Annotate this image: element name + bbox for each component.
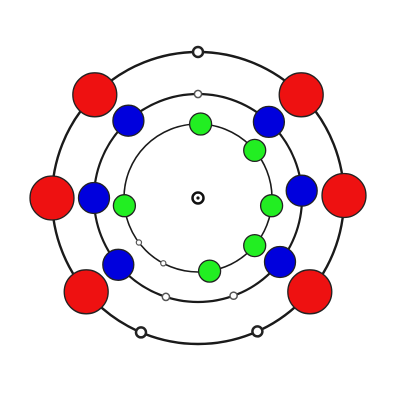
middle-ring-marker [229, 291, 238, 301]
middle-ring-ball [77, 181, 111, 215]
middle-ring-marker [193, 89, 203, 99]
outer-ring-ball [63, 269, 109, 315]
middle-ring-ball [112, 104, 145, 137]
inner-ring-ball [188, 112, 213, 136]
middle-ring-ball [102, 248, 135, 281]
inner-ring-ball [197, 259, 222, 283]
outer-ring-marker [191, 45, 205, 59]
nucleus-icon [191, 191, 205, 205]
outer-ring-marker [134, 326, 148, 339]
orbit-balls [29, 72, 367, 315]
outer-ring-ball [278, 72, 324, 118]
outer-ring-marker [251, 325, 264, 338]
outer-ring-ball [29, 175, 75, 221]
inner-ring-ball [243, 138, 267, 163]
middle-ring-ball [285, 174, 318, 207]
inner-ring-ball [112, 194, 137, 218]
inner-ring-ball [259, 194, 284, 218]
middle-ring-marker [161, 292, 171, 302]
outer-ring-ball [321, 172, 367, 219]
middle-ring-ball [263, 245, 297, 279]
inner-ring-ball [243, 233, 267, 258]
middle-ring-ball [252, 105, 286, 139]
inner-ring-marker [160, 260, 167, 267]
outer-ring-ball [287, 269, 333, 315]
outer-ring-ball [72, 72, 118, 118]
inner-ring-marker [135, 239, 143, 246]
